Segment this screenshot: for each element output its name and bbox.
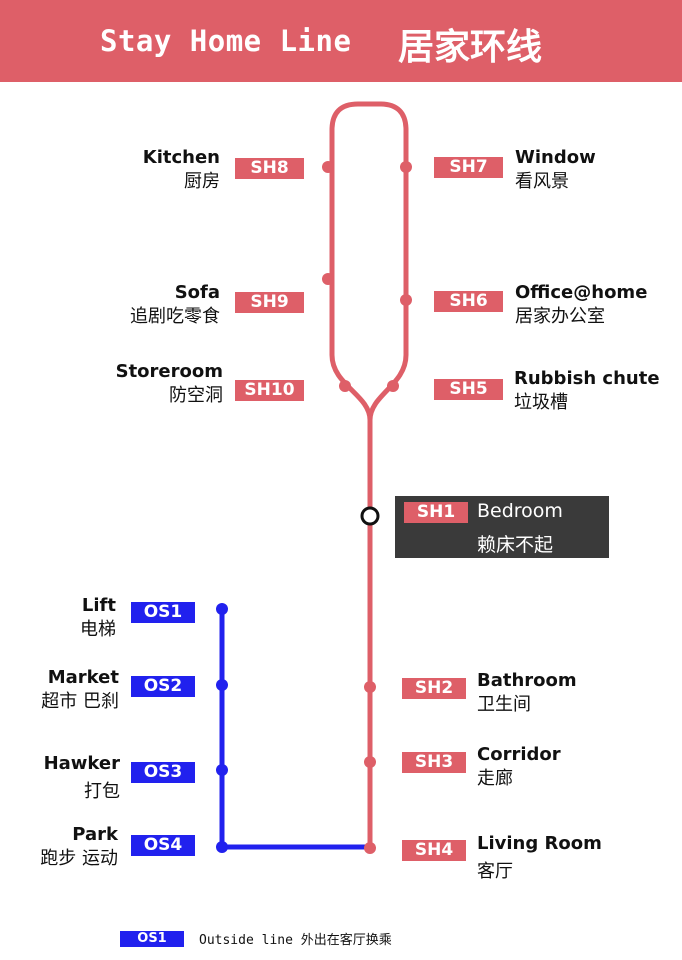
label-os1-en: Lift bbox=[81, 595, 116, 616]
label-sh10-zh: 防空洞 bbox=[169, 385, 223, 406]
label-os4: Park 跑步 运动 bbox=[40, 823, 118, 871]
station-dot-os4[interactable] bbox=[216, 841, 228, 853]
station-dot-os1[interactable] bbox=[216, 603, 228, 615]
badge-sh10[interactable]: SH10 bbox=[235, 380, 304, 401]
station-dot-sh1[interactable] bbox=[360, 506, 380, 526]
label-os3: Hawker 打包 bbox=[44, 752, 120, 804]
label-sh6-zh: 居家办公室 bbox=[515, 306, 605, 327]
label-sh3: Corridor 走廊 bbox=[477, 743, 561, 791]
legend-text: Outside line 外出在客厅换乘 bbox=[199, 933, 392, 948]
badge-sh3[interactable]: SH3 bbox=[402, 752, 466, 773]
home-line-loop bbox=[329, 101, 409, 848]
label-sh9-en: Sofa bbox=[174, 282, 220, 303]
label-os2-zh: 超市 巴刹 bbox=[41, 691, 119, 712]
label-sh5-zh: 垃圾槽 bbox=[514, 392, 568, 413]
badge-sh1[interactable]: SH1 bbox=[404, 502, 468, 523]
station-dot-sh5[interactable] bbox=[387, 380, 399, 392]
station-dot-sh9[interactable] bbox=[322, 273, 334, 285]
label-sh2: Bathroom 卫生间 bbox=[477, 669, 577, 717]
label-os3-zh: 打包 bbox=[84, 781, 120, 802]
outside-line bbox=[219, 608, 370, 850]
label-sh1-zh: 赖床不起 bbox=[477, 534, 554, 556]
label-sh3-en: Corridor bbox=[477, 744, 561, 765]
badge-sh9[interactable]: SH9 bbox=[235, 292, 304, 313]
label-sh7: Window 看风景 bbox=[515, 146, 596, 194]
station-dot-sh2[interactable] bbox=[364, 681, 376, 693]
badge-sh5[interactable]: SH5 bbox=[434, 379, 503, 400]
badge-os2[interactable]: OS2 bbox=[131, 676, 195, 697]
label-os1: Lift 电梯 bbox=[80, 594, 116, 642]
badge-os4[interactable]: OS4 bbox=[131, 835, 195, 856]
label-sh9-zh: 追剧吃零食 bbox=[130, 306, 220, 327]
station-dot-os3[interactable] bbox=[216, 764, 228, 776]
title-english: Stay Home Line bbox=[100, 24, 352, 58]
title-chinese: 居家环线 bbox=[398, 27, 543, 68]
label-sh4-en: Living Room bbox=[477, 833, 602, 854]
label-os2-en: Market bbox=[47, 667, 119, 688]
badge-sh7[interactable]: SH7 bbox=[434, 157, 503, 178]
label-sh1-en: Bedroom bbox=[477, 500, 563, 522]
station-dot-sh4[interactable] bbox=[364, 842, 376, 854]
station-dot-sh6[interactable] bbox=[400, 294, 412, 306]
label-sh8: Kitchen 厨房 bbox=[143, 146, 220, 194]
label-sh2-en: Bathroom bbox=[477, 670, 577, 691]
current-station-box[interactable]: SH1 Bedroom 赖床不起 bbox=[395, 496, 609, 558]
label-sh10-en: Storeroom bbox=[115, 361, 223, 382]
badge-os3[interactable]: OS3 bbox=[131, 762, 195, 783]
station-dot-sh8[interactable] bbox=[322, 161, 334, 173]
label-sh8-zh: 厨房 bbox=[184, 171, 220, 192]
badge-sh6[interactable]: SH6 bbox=[434, 291, 503, 312]
label-os1-zh: 电梯 bbox=[80, 619, 116, 640]
label-sh6: Office@home 居家办公室 bbox=[515, 281, 647, 329]
label-os2: Market 超市 巴刹 bbox=[41, 666, 119, 714]
station-dot-os2[interactable] bbox=[216, 679, 228, 691]
label-sh2-zh: 卫生间 bbox=[477, 694, 531, 715]
label-sh7-en: Window bbox=[515, 147, 596, 168]
station-dot-sh10[interactable] bbox=[339, 380, 351, 392]
label-sh7-zh: 看风景 bbox=[515, 171, 569, 192]
label-os4-en: Park bbox=[72, 824, 118, 845]
label-sh4: Living Room 客厅 bbox=[477, 832, 602, 884]
badge-sh2[interactable]: SH2 bbox=[402, 678, 466, 699]
label-sh4-zh: 客厅 bbox=[477, 861, 513, 882]
badge-sh8[interactable]: SH8 bbox=[235, 158, 304, 179]
badge-sh4[interactable]: SH4 bbox=[402, 840, 466, 861]
label-sh6-en: Office@home bbox=[515, 282, 648, 303]
label-os4-zh: 跑步 运动 bbox=[40, 848, 118, 869]
station-dot-sh7[interactable] bbox=[400, 161, 412, 173]
station-dot-sh3[interactable] bbox=[364, 756, 376, 768]
header-bar: Stay Home Line 居家环线 bbox=[0, 0, 682, 82]
label-sh9: Sofa 追剧吃零食 bbox=[130, 281, 220, 329]
badge-os1[interactable]: OS1 bbox=[131, 602, 195, 623]
label-sh10: Storeroom 防空洞 bbox=[116, 360, 223, 408]
label-sh8-en: Kitchen bbox=[142, 147, 220, 168]
label-sh5-en: Rubbish chute bbox=[514, 368, 660, 389]
label-os3-en: Hawker bbox=[43, 753, 120, 774]
label-sh3-zh: 走廊 bbox=[477, 768, 513, 789]
label-sh5: Rubbish chute 垃圾槽 bbox=[514, 367, 660, 415]
legend-chip: OS1 bbox=[120, 931, 184, 947]
